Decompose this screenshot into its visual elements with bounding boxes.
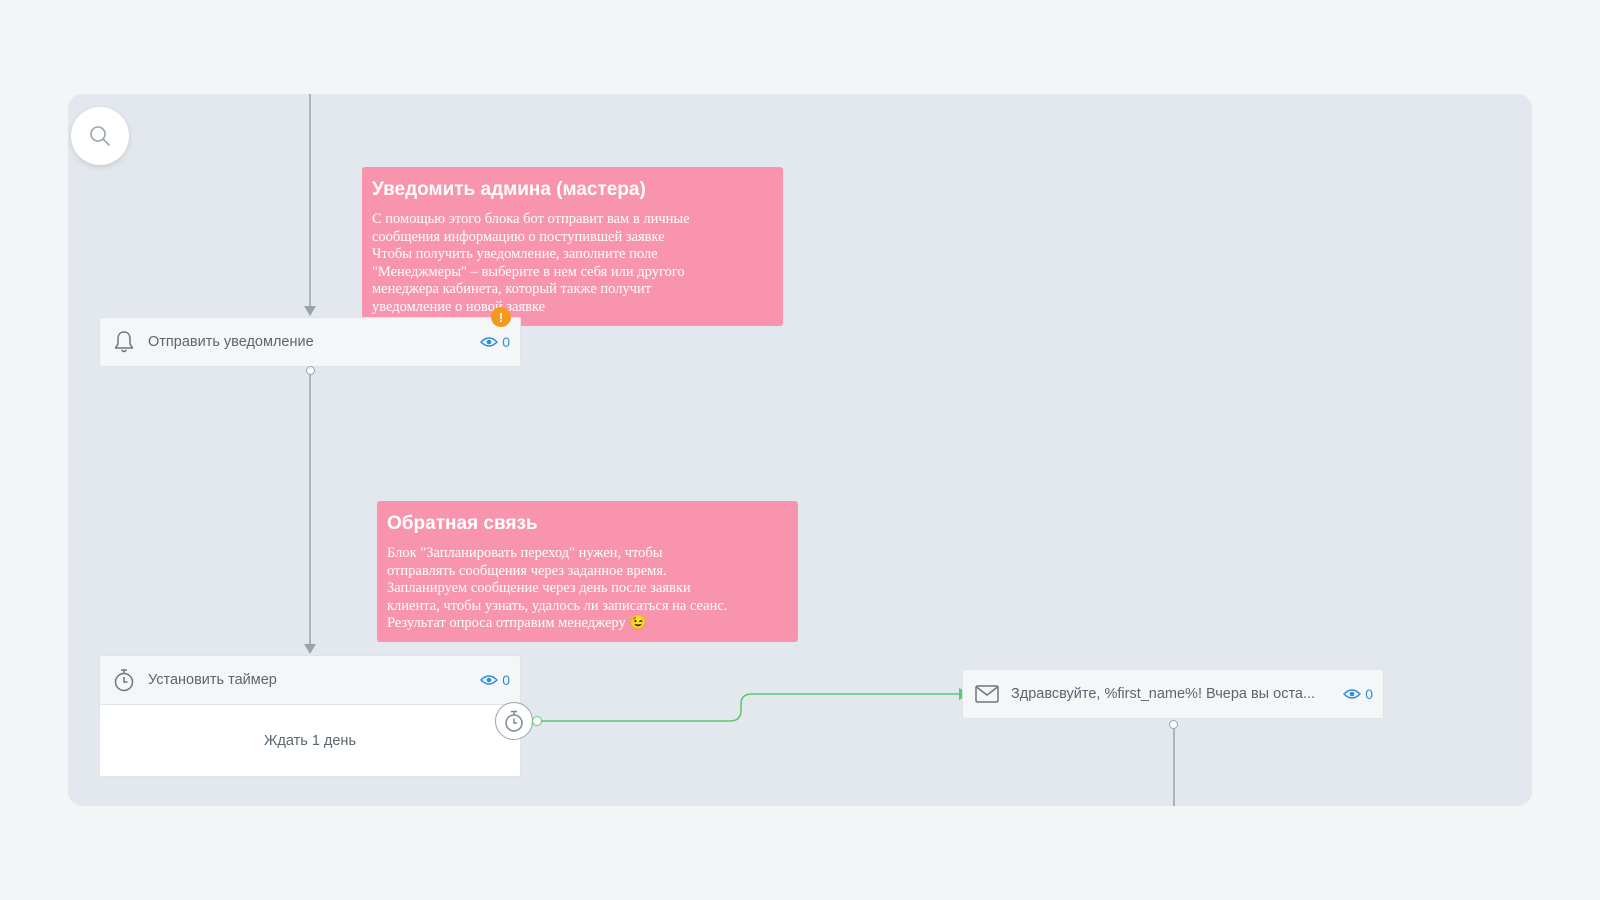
- flow-canvas[interactable]: Уведомить админа (мастера) С помощью это…: [68, 94, 1532, 806]
- note-feedback[interactable]: Обратная связь Блок "Запланировать перех…: [377, 501, 798, 642]
- warning-badge[interactable]: !: [491, 307, 511, 327]
- note-line: клиента, чтобы узнать, удалось ли записа…: [387, 597, 728, 614]
- views-counter[interactable]: 0: [480, 318, 510, 366]
- node-set-timer[interactable]: Установить таймер 0: [99, 655, 521, 705]
- note-text: С помощью этого блока бот отправит вам в…: [372, 211, 773, 316]
- timer-body[interactable]: Ждать 1 день: [99, 705, 521, 777]
- views-counter[interactable]: 0: [1343, 670, 1373, 718]
- note-line: уведомление о новой заявке: [372, 298, 546, 315]
- eye-icon: [480, 337, 499, 347]
- note-line: Блок "Запланировать переход" нужен, чтоб…: [387, 545, 663, 561]
- views-counter[interactable]: 0: [480, 656, 510, 704]
- note-line: "Менеджмеры" – выберите в нем себя или д…: [372, 263, 685, 280]
- edge-arrowhead: [304, 644, 316, 654]
- node-label: Установить таймер: [148, 672, 277, 688]
- note-title: Уведомить админа (мастера): [372, 179, 646, 200]
- timer-duration: Ждать 1 день: [264, 732, 356, 749]
- node-message[interactable]: Здравсвуйте, %first_name%! Вчера вы оста…: [962, 669, 1384, 719]
- note-line: С помощью этого блока бот отправит вам в…: [372, 211, 690, 227]
- edge-timer-to-message: [532, 693, 961, 722]
- note-line: отправлять сообщения через заданное врем…: [387, 562, 667, 579]
- stopwatch-icon: [505, 710, 523, 732]
- note-line: менеджера кабинета, который также получи…: [372, 281, 652, 297]
- views-count: 0: [502, 334, 510, 350]
- search-button[interactable]: [71, 107, 129, 165]
- bell-icon: [112, 330, 136, 354]
- node-label: Здравсвуйте, %first_name%! Вчера вы оста…: [1011, 686, 1316, 702]
- note-line: сообщения информацию о поступившей заявк…: [372, 228, 665, 245]
- eye-icon: [1343, 689, 1362, 699]
- warning-mark: !: [498, 309, 504, 325]
- output-port[interactable]: [306, 366, 315, 375]
- note-title: Обратная связь: [387, 513, 538, 534]
- note-line: Результат опроса отправим менеджеру 😉: [387, 615, 648, 631]
- output-port[interactable]: [1169, 720, 1178, 729]
- node-send-notification[interactable]: Отправить уведомление 0: [99, 317, 521, 367]
- envelope-icon: [975, 682, 999, 706]
- note-notify-admin[interactable]: Уведомить админа (мастера) С помощью это…: [362, 167, 783, 326]
- views-count: 0: [502, 672, 510, 688]
- views-count: 0: [1365, 686, 1373, 702]
- note-line: Запланируем сообщение через день после з…: [387, 580, 691, 596]
- eye-icon: [480, 675, 499, 685]
- stopwatch-icon: [112, 668, 136, 692]
- search-icon: [90, 126, 110, 146]
- note-text: Блок "Запланировать переход" нужен, чтоб…: [387, 545, 788, 633]
- edge-arrowhead: [304, 306, 316, 316]
- green-output-port[interactable]: [532, 716, 542, 726]
- note-line: Чтобы получить уведомление, заполните по…: [372, 246, 658, 262]
- node-label: Отправить уведомление: [148, 334, 314, 350]
- timer-output-port[interactable]: [495, 702, 533, 740]
